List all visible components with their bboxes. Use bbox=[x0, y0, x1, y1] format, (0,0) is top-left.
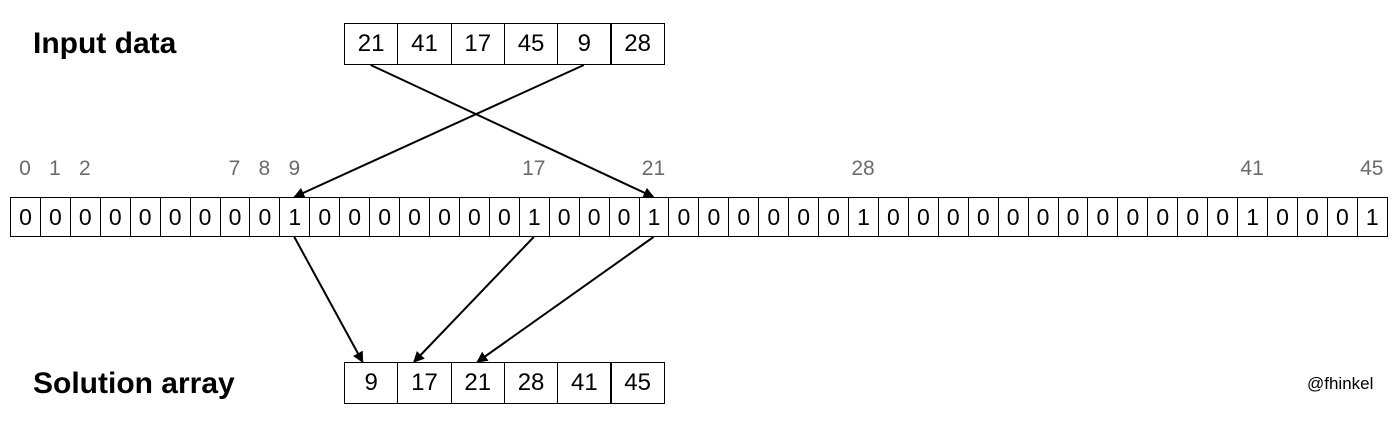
bit-cell: 0 bbox=[249, 197, 281, 237]
index-label: 21 bbox=[641, 157, 666, 180]
bit-cell: 0 bbox=[1177, 197, 1209, 237]
bit-cell: 0 bbox=[488, 197, 520, 237]
index-label: 9 bbox=[288, 157, 301, 180]
solution-cell: 9 bbox=[344, 362, 399, 404]
bit-cell: 0 bbox=[99, 197, 131, 237]
arrow-21-to-bit bbox=[370, 64, 655, 198]
bit-cell: 0 bbox=[1027, 197, 1059, 237]
solution-cell: 21 bbox=[450, 362, 505, 404]
bit-cell: 0 bbox=[10, 197, 41, 237]
input-cell: 9 bbox=[557, 23, 612, 65]
bit-cell: 0 bbox=[219, 197, 251, 237]
bit-cell: 0 bbox=[937, 197, 969, 237]
bit-cell: 0 bbox=[997, 197, 1029, 237]
author-credit: @fhinkel bbox=[1307, 374, 1374, 393]
bit-cell: 0 bbox=[1057, 197, 1089, 237]
bit-cell: 0 bbox=[907, 197, 939, 237]
solution-cell: 41 bbox=[557, 362, 612, 404]
index-label: 28 bbox=[851, 157, 875, 180]
bit-cell: 0 bbox=[877, 197, 909, 237]
solution-array-title: Solution array bbox=[33, 367, 235, 400]
bit-cell: 0 bbox=[548, 197, 580, 237]
index-label: 7 bbox=[228, 157, 241, 180]
bit-cell: 0 bbox=[728, 197, 760, 237]
bit-cell: 0 bbox=[339, 197, 371, 237]
index-label: 2 bbox=[78, 157, 91, 180]
bit-cell: 0 bbox=[608, 197, 640, 237]
bit-cell: 0 bbox=[967, 197, 999, 237]
bit-cell: 0 bbox=[758, 197, 790, 237]
bit-cell: 1 bbox=[848, 197, 879, 237]
index-label: 0 bbox=[19, 157, 31, 180]
index-label: 17 bbox=[522, 157, 546, 180]
input-data-title: Input data bbox=[33, 27, 177, 60]
bit-cell: 0 bbox=[818, 197, 850, 237]
bit-cell: 1 bbox=[1356, 197, 1388, 237]
input-cell: 28 bbox=[610, 23, 665, 65]
bit-cell: 0 bbox=[578, 197, 610, 237]
index-label: 1 bbox=[49, 157, 61, 180]
bit-cell: 0 bbox=[1087, 197, 1119, 237]
index-label: 8 bbox=[258, 157, 271, 180]
solution-cell: 17 bbox=[397, 362, 452, 404]
solution-cell: 45 bbox=[610, 362, 665, 404]
index-label: 41 bbox=[1240, 157, 1264, 180]
bit-cell: 0 bbox=[1296, 197, 1328, 237]
bit-cell: 0 bbox=[159, 197, 191, 237]
solution-cell: 28 bbox=[503, 362, 559, 404]
bit-cell: 0 bbox=[69, 197, 101, 237]
arrow-bit17-to-solution bbox=[413, 236, 535, 363]
index-label: 45 bbox=[1360, 157, 1384, 180]
input-cell: 45 bbox=[503, 23, 559, 65]
arrow-bit9-to-solution bbox=[293, 236, 364, 363]
input-cell: 17 bbox=[450, 23, 505, 65]
input-cell: 21 bbox=[344, 23, 399, 65]
arrow-9-to-bit bbox=[293, 64, 585, 198]
arrow-bit21-to-solution bbox=[476, 236, 655, 363]
